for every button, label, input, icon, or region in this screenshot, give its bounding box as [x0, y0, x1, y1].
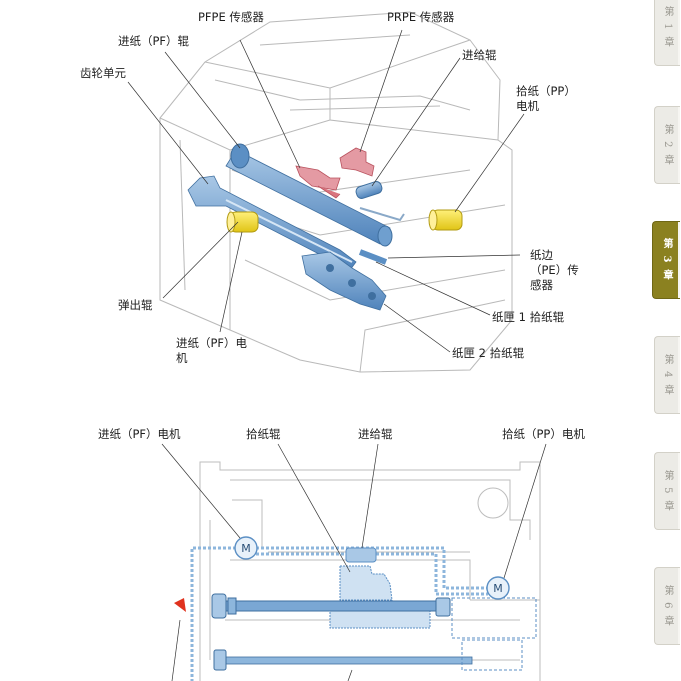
printer-3d-diagram — [127, 11, 525, 373]
chapter-tab-6-label: 第 6 章 — [662, 584, 673, 628]
pf-motor-symbol-label: M — [241, 542, 251, 555]
label-prpe-sensor: PRPE 传感器 — [387, 10, 455, 24]
leader-lines-top — [127, 29, 525, 353]
eject-roller-assembly — [187, 175, 357, 271]
label-pf-motor: 进纸（PF）电 机 — [176, 336, 248, 365]
paper-path-schematic: M M — [161, 443, 547, 681]
pf-roller-shaft-2d — [211, 593, 451, 619]
label-feed-roller-bottom: 进给辊 — [358, 427, 393, 441]
label-pp-motor-bottom: 拾纸（PP）电机 — [502, 427, 585, 441]
chapter-tab-3[interactable]: 第 3 章 — [652, 221, 680, 299]
feed-roller-parts — [355, 181, 405, 265]
chapter-tab-4[interactable]: 第 4 章 — [654, 336, 680, 414]
pf-motor-symbol: M — [234, 536, 258, 560]
label-pickup-roller: 拾纸辊 — [246, 427, 281, 441]
pf-motor-part — [226, 211, 259, 233]
pf-roller-shaft — [225, 143, 393, 247]
pp-motor-symbol-label: M — [493, 582, 503, 595]
pickup-roller-part-2d — [329, 565, 431, 629]
label-pf-motor-bottom: 进纸（PF）电机 — [98, 427, 181, 441]
chapter-tab-2[interactable]: 第 2 章 — [654, 106, 680, 184]
prpe-sensor-part — [339, 147, 375, 177]
chapter-tab-5-label: 第 5 章 — [662, 469, 673, 513]
chapter-tab-strip: 第 1 章 第 2 章 第 3 章 第 4 章 第 5 章 第 6 章 — [650, 0, 681, 681]
chapter-tab-1[interactable]: 第 1 章 — [654, 0, 680, 66]
label-tray1-pickup: 纸匣 1 拾纸辊 — [492, 310, 565, 324]
label-eject-roller: 弹出辊 — [118, 298, 153, 312]
label-pfpe-sensor: PFPE 传感器 — [198, 10, 264, 24]
label-pf-roller: 进纸（PF）辊 — [118, 34, 190, 48]
pfpe-sensor-part — [295, 165, 341, 199]
label-tray2-pickup: 纸匣 2 拾纸辊 — [452, 346, 525, 360]
eject-roller-shaft-2d — [213, 649, 473, 671]
pp-motor-symbol: M — [486, 576, 510, 600]
label-pe-sensor: 纸边 （PE）传 感器 — [530, 248, 579, 292]
feed-roller-part-2d — [345, 547, 377, 563]
chapter-tab-5[interactable]: 第 5 章 — [654, 452, 680, 530]
chapter-tab-6[interactable]: 第 6 章 — [654, 567, 680, 645]
chapter-tab-1-label: 第 1 章 — [662, 5, 673, 49]
pp-motor-part — [428, 209, 463, 231]
label-pp-motor: 拾纸（PP） 电机 — [516, 84, 576, 113]
chapter-tab-2-label: 第 2 章 — [662, 123, 673, 167]
label-gear-unit: 齿轮单元 — [80, 66, 126, 80]
label-feed-roller: 进给辊 — [462, 48, 497, 62]
leader-lines-bottom — [161, 443, 547, 681]
tray-pickup-assembly — [301, 251, 387, 311]
paper-direction-arrow — [174, 598, 186, 612]
chapter-tab-3-label: 第 3 章 — [661, 238, 672, 282]
chapter-tab-4-label: 第 4 章 — [662, 353, 673, 397]
